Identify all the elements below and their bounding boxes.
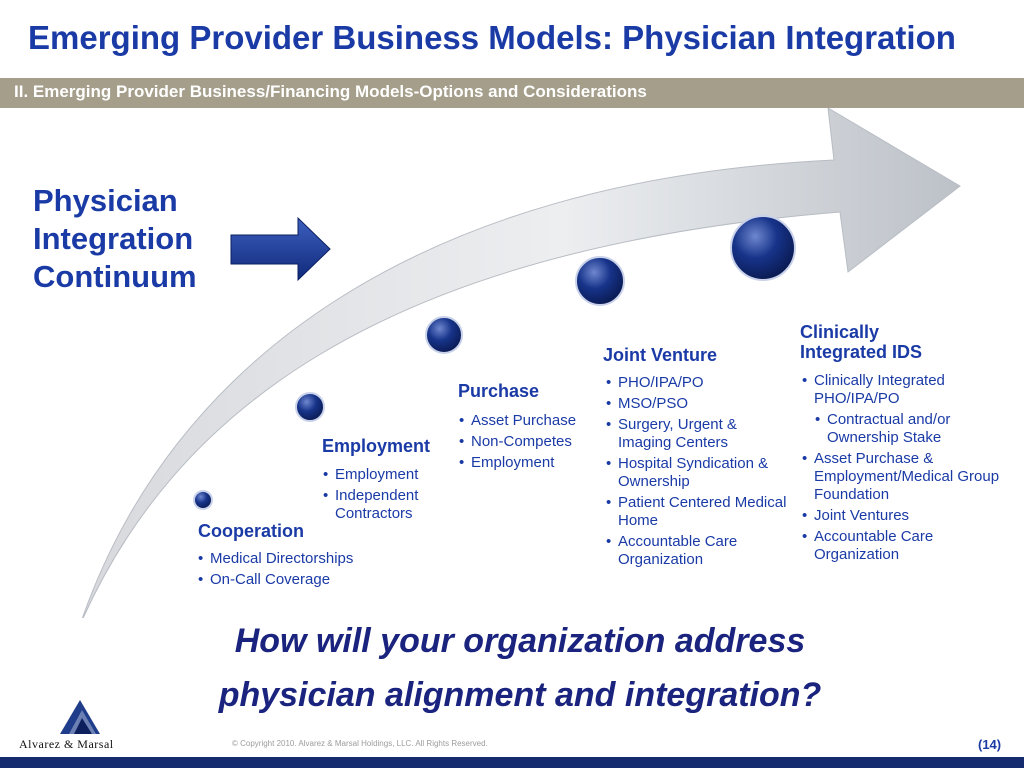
continuum-label-line: Continuum	[33, 259, 197, 294]
stage-items-joint-venture: PHO/IPA/PO MSO/PSO Surgery, Urgent & Ima…	[606, 374, 792, 572]
continuum-label-line: Integration	[33, 221, 194, 256]
list-item: Clinically Integrated PHO/IPA/PO	[802, 372, 1002, 408]
page-number: (14)	[978, 737, 1002, 752]
footer-bar	[0, 757, 1024, 768]
milestone-orb-icon	[425, 316, 463, 354]
list-item: PHO/IPA/PO	[606, 374, 792, 392]
list-item: Surgery, Urgent & Imaging Centers	[606, 416, 792, 452]
list-item: Employment	[459, 454, 607, 472]
list-item: Patient Centered Medical Home	[606, 494, 792, 530]
integration-pointer-arrow-icon	[230, 216, 331, 282]
list-item: Employment	[323, 466, 455, 484]
closing-question-line: How will your organization address	[234, 622, 806, 660]
list-item: MSO/PSO	[606, 395, 792, 413]
alvarez-marsal-logo	[60, 700, 100, 734]
page-title: Emerging Provider Business Models: Physi…	[28, 19, 956, 56]
list-item: Asset Purchase	[459, 412, 607, 430]
copyright-notice: © Copyright 2010. Alvarez & Marsal Holdi…	[232, 739, 488, 748]
stage-items-employment: Employment Independent Contractors	[323, 466, 455, 526]
list-item: Contractual and/or Ownership Stake	[802, 411, 1002, 447]
company-name: Alvarez & Marsal	[19, 737, 114, 751]
list-item: Asset Purchase & Employment/Medical Grou…	[802, 450, 1002, 504]
stage-items-purchase: Asset Purchase Non-Competes Employment	[459, 412, 607, 475]
stage-title-joint-venture: Joint Venture	[603, 345, 718, 365]
stage-items-clinically-integrated-ids: Clinically Integrated PHO/IPA/PO Contrac…	[802, 372, 1002, 567]
list-item: Joint Ventures	[802, 507, 1002, 525]
stage-title-cooperation: Cooperation	[198, 521, 304, 541]
milestone-orb-icon	[193, 490, 213, 510]
list-item: Independent Contractors	[323, 487, 455, 523]
continuum-label-line: Physician	[33, 183, 178, 218]
section-subtitle: II. Emerging Provider Business/Financing…	[14, 82, 647, 101]
stage-title-employment: Employment	[322, 436, 431, 456]
stage-title-purchase: Purchase	[458, 381, 540, 401]
milestone-orb-icon	[730, 215, 796, 281]
stage-items-cooperation: Medical Directorships On-Call Coverage	[198, 550, 428, 592]
closing-question-line: physician alignment and integration?	[218, 676, 822, 714]
list-item: Medical Directorships	[198, 550, 428, 568]
stage-title-clinically-integrated-ids: Clinically Integrated IDS	[800, 322, 923, 362]
closing-question: How will your organization address physi…	[0, 614, 1024, 722]
continuum-diagram	[81, 108, 961, 618]
continuum-arrow-icon	[81, 108, 961, 618]
continuum-label: Physician Integration Continuum	[33, 182, 233, 296]
milestone-orb-icon	[575, 256, 625, 306]
list-item: Accountable Care Organization	[802, 528, 1002, 564]
list-item: Accountable Care Organization	[606, 533, 792, 569]
subtitle-bar: II. Emerging Provider Business/Financing…	[0, 78, 1024, 108]
list-item: Non-Competes	[459, 433, 607, 451]
milestone-orb-icon	[295, 392, 325, 422]
list-item: On-Call Coverage	[198, 571, 428, 589]
list-item: Hospital Syndication & Ownership	[606, 455, 792, 491]
